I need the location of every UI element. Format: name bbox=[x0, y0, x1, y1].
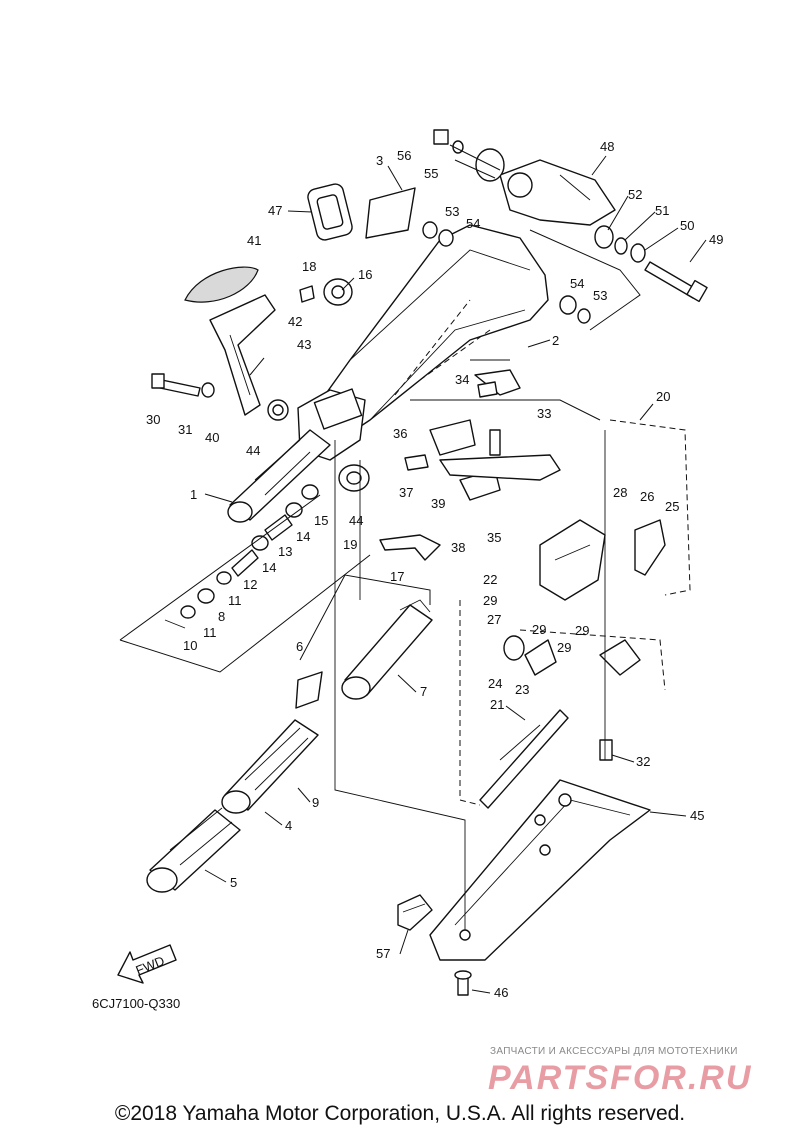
label-32: 32 bbox=[636, 754, 650, 769]
label-37: 37 bbox=[399, 485, 413, 500]
label-36: 36 bbox=[393, 426, 407, 441]
label-21: 21 bbox=[490, 697, 504, 712]
label-38: 38 bbox=[451, 540, 465, 555]
label-26: 26 bbox=[640, 489, 654, 504]
label-52: 52 bbox=[628, 187, 642, 202]
label-1: 1 bbox=[190, 487, 197, 502]
label-4: 4 bbox=[285, 818, 292, 833]
connector-57 bbox=[397, 894, 472, 996]
label-15: 15 bbox=[314, 513, 328, 528]
handle-bracket bbox=[184, 266, 289, 421]
label-43: 43 bbox=[297, 337, 311, 352]
label-13: 13 bbox=[278, 544, 292, 559]
bellows bbox=[307, 183, 353, 241]
fwd-label: FWD bbox=[133, 953, 166, 978]
label-44a: 44 bbox=[246, 443, 260, 458]
label-18: 18 bbox=[302, 259, 316, 274]
control-assembly bbox=[479, 519, 666, 809]
label-27: 27 bbox=[487, 612, 501, 627]
diagram-code: 6CJ7100-Q330 bbox=[92, 996, 181, 1011]
label-29a: 29 bbox=[483, 593, 497, 608]
bolt-30 bbox=[151, 373, 215, 398]
label-49: 49 bbox=[709, 232, 723, 247]
watermark-caption: ЗАПЧАСТИ И АКСЕССУАРЫ ДЛЯ МОТОТЕХНИКИ bbox=[490, 1046, 738, 1057]
label-41: 41 bbox=[247, 233, 261, 248]
label-6: 6 bbox=[296, 639, 303, 654]
label-29b: 29 bbox=[532, 622, 546, 637]
label-2: 2 bbox=[552, 333, 559, 348]
throttle-grip bbox=[146, 599, 433, 893]
label-29d: 29 bbox=[575, 623, 589, 638]
label-45: 45 bbox=[690, 808, 704, 823]
label-53a: 53 bbox=[445, 204, 459, 219]
label-16: 16 bbox=[358, 267, 372, 282]
label-57: 57 bbox=[376, 946, 390, 961]
label-8: 8 bbox=[218, 609, 225, 624]
label-24: 24 bbox=[488, 676, 502, 691]
label-35: 35 bbox=[487, 530, 501, 545]
fwd-arrow-icon: FWD bbox=[117, 944, 177, 984]
part-labels: 1 2 3 4 5 6 7 8 9 10 11 11 12 13 14 14 1… bbox=[146, 139, 723, 1000]
label-54a: 54 bbox=[466, 216, 480, 231]
label-25: 25 bbox=[665, 499, 679, 514]
top-bracket bbox=[475, 148, 616, 226]
nuts bbox=[422, 129, 591, 324]
label-44b: 44 bbox=[349, 513, 363, 528]
label-7: 7 bbox=[420, 684, 427, 699]
label-11a: 11 bbox=[203, 625, 217, 640]
label-40: 40 bbox=[205, 430, 219, 445]
label-5: 5 bbox=[230, 875, 237, 890]
label-47: 47 bbox=[268, 203, 282, 218]
label-19: 19 bbox=[343, 537, 357, 552]
label-23: 23 bbox=[515, 682, 529, 697]
label-17: 17 bbox=[390, 569, 404, 584]
label-29c: 29 bbox=[557, 640, 571, 655]
tiller-arm bbox=[297, 224, 549, 461]
label-14a: 14 bbox=[262, 560, 276, 575]
label-12: 12 bbox=[243, 577, 257, 592]
label-54b: 54 bbox=[570, 276, 584, 291]
label-28: 28 bbox=[613, 485, 627, 500]
label-42: 42 bbox=[288, 314, 302, 329]
bolt-set bbox=[594, 225, 708, 303]
label-9: 9 bbox=[312, 795, 319, 810]
label-33: 33 bbox=[537, 406, 551, 421]
dashed-outlines bbox=[334, 419, 691, 930]
label-3: 3 bbox=[376, 153, 383, 168]
part-16 bbox=[299, 278, 353, 306]
copyright-notice: ©2018 Yamaha Motor Corporation, U.S.A. A… bbox=[114, 1102, 686, 1125]
label-14b: 14 bbox=[296, 529, 310, 544]
label-48: 48 bbox=[600, 139, 614, 154]
label-51: 51 bbox=[655, 203, 669, 218]
label-34: 34 bbox=[455, 372, 469, 387]
label-46: 46 bbox=[494, 985, 508, 1000]
label-plate bbox=[365, 187, 416, 239]
small-parts bbox=[164, 464, 441, 629]
link-parts bbox=[404, 369, 561, 501]
label-11b: 11 bbox=[228, 593, 242, 608]
label-10: 10 bbox=[183, 638, 197, 653]
label-39: 39 bbox=[431, 496, 445, 511]
shaft-assembly bbox=[227, 429, 331, 523]
label-30: 30 bbox=[146, 412, 160, 427]
label-22: 22 bbox=[483, 572, 497, 587]
label-31: 31 bbox=[178, 422, 192, 437]
watermark-logo: PARTSFOR.RU bbox=[488, 1059, 753, 1097]
bottom-cover bbox=[429, 779, 651, 961]
label-20: 20 bbox=[656, 389, 670, 404]
label-53b: 53 bbox=[593, 288, 607, 303]
leader-lines bbox=[204, 155, 707, 994]
group-lines bbox=[119, 144, 641, 673]
label-55: 55 bbox=[424, 166, 438, 181]
label-50: 50 bbox=[680, 218, 694, 233]
label-56: 56 bbox=[397, 148, 411, 163]
